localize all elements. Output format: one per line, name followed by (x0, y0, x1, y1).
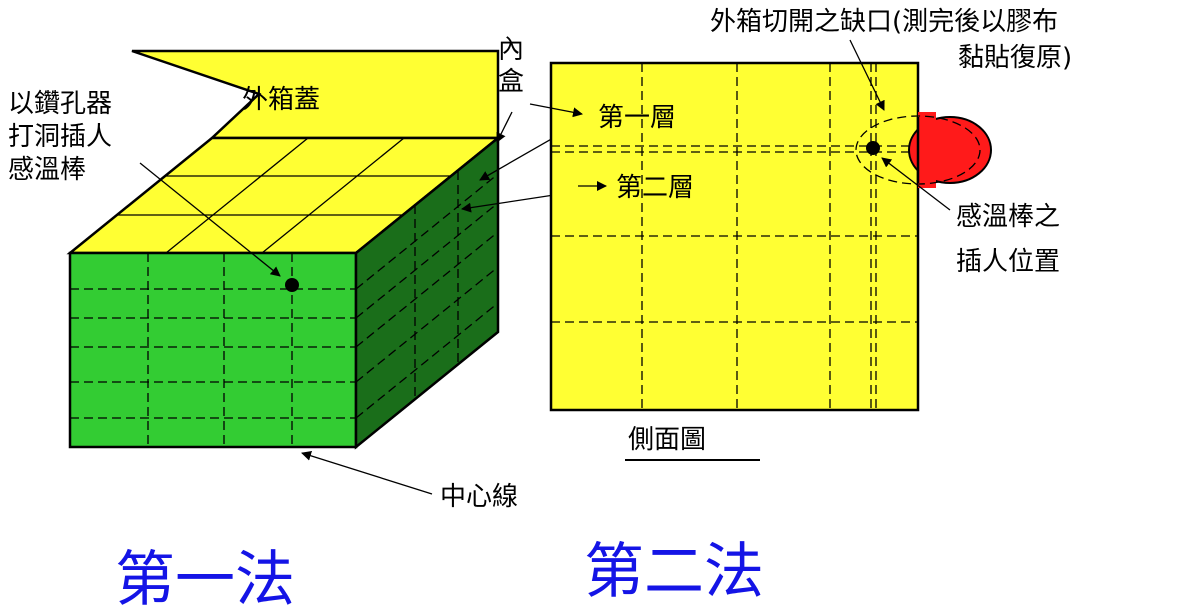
side-view-grid (551, 63, 918, 410)
side-grid (355, 171, 499, 419)
side-view (549, 61, 992, 412)
label-second-layer: 第二層 (616, 173, 694, 203)
label-inner-box-2: 盒 (498, 67, 524, 97)
label-first-layer: 第一層 (598, 103, 676, 133)
cut-outline (855, 115, 981, 185)
arrow-inner-box (496, 111, 513, 143)
label-probe-pos-1: 感溫棒之 (956, 202, 1060, 232)
method1-title: 第一法 (115, 545, 295, 614)
top-grid (117, 137, 451, 254)
box-front-face (68, 251, 358, 449)
arrow-center-line (301, 450, 433, 495)
method2-title: 第二法 (584, 537, 764, 607)
label-cut-note-2: 黏貼復原) (958, 43, 1072, 73)
box-3d (66, 49, 502, 450)
arrow-drill (139, 162, 281, 277)
label-cut-note-1: 外箱切開之缺口(測完後以膠布 (710, 7, 1058, 37)
label-probe-pos-2: 插人位置 (956, 247, 1060, 277)
probe-point-front (285, 278, 299, 292)
label-drill-3: 感溫棒 (8, 155, 86, 185)
label-outer-lid: 外箱蓋 (242, 85, 320, 115)
label-drill-2: 打洞插人 (8, 122, 112, 152)
label-center-line: 中心線 (440, 482, 518, 512)
flap-cover (918, 112, 936, 188)
label-side-view: 側面圖 (628, 425, 706, 455)
label-inner-box-1: 內 (498, 35, 524, 65)
arrow-first-layer-side (529, 103, 583, 118)
probe-point-side (866, 141, 880, 155)
arrow-cut-note (849, 39, 885, 111)
arrow-probe-pos (881, 157, 951, 211)
label-drill-1: 以鑽孔器 (8, 89, 112, 119)
